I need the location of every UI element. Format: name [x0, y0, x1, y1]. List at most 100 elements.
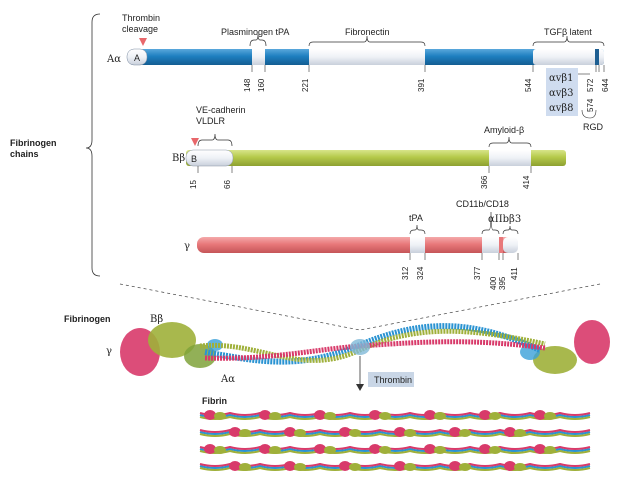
fibronectin-label: Fibronectin	[345, 27, 390, 37]
fibrin-d-node	[369, 410, 381, 420]
fibrin-d-node	[404, 463, 416, 471]
gamma-chain-label: γ	[184, 241, 190, 252]
aalpha-domain-tgfb	[533, 49, 604, 65]
gamma-tpa-label: tPA	[409, 213, 423, 223]
fibrin-d-node	[214, 412, 226, 420]
fibrin-d-node	[449, 427, 461, 437]
fibrin-d-node	[204, 410, 216, 420]
aalpha-domain-plasminogen	[252, 49, 265, 65]
ve-cadherin-label: VE-cadherin	[196, 105, 246, 115]
fibrinogen-label: Fibrinogen	[64, 314, 111, 324]
left-d-domain	[120, 322, 223, 376]
fibrin-d-node	[339, 461, 351, 471]
fibrin-d-node	[204, 444, 216, 454]
fibrin-protofibril	[199, 461, 591, 471]
fibrin-d-node	[349, 429, 361, 437]
fibrin-d-node	[259, 444, 271, 454]
fibrin-d-node	[504, 461, 516, 471]
fibrin-d-node	[449, 461, 461, 471]
gamma-domain-tpa	[410, 237, 425, 253]
fibrin-protofibril	[199, 410, 591, 420]
fibrin-d-node	[479, 444, 491, 454]
tgfb-latent-label: TGFβ latent	[544, 27, 592, 37]
fibrin-d-node	[294, 429, 306, 437]
fibrinogen-chains-label-line2: chains	[10, 149, 39, 159]
gamma-mark-411: 411	[510, 267, 519, 280]
thrombin-cleavage-label-line2: cleavage	[122, 24, 158, 34]
fibrin-d-node	[379, 412, 391, 420]
fibrin-d-node	[259, 410, 271, 420]
fibrin-d-node	[514, 429, 526, 437]
gamma-mark-400: 400	[489, 276, 498, 290]
structure-bbeta-label: Bβ	[150, 314, 163, 325]
fibrin-d-node	[284, 427, 296, 437]
fibrin-d-node	[229, 461, 241, 471]
plasminogen-tpa-label: Plasminogen tPA	[221, 27, 289, 37]
fibrin-d-node	[424, 444, 436, 454]
gamma-chain: γ tPA CD11b/CD18 αIIbβ3 312 324 377 400 …	[184, 199, 521, 290]
aalpha-cleavage-marker	[139, 38, 147, 46]
fibrin-d-node	[534, 444, 546, 454]
aalpha-mark-644: 644	[601, 78, 610, 92]
fibrin-d-node	[239, 429, 251, 437]
bbeta-chain: Bβ VE-cadherin VLDLR B Amyloid-β 15 66 3…	[172, 105, 566, 189]
fibrin-d-node	[284, 461, 296, 471]
fibrin-d-node	[324, 446, 336, 454]
fibrin-structure: Fibrin	[199, 396, 591, 471]
rgd-label: RGD	[583, 122, 604, 132]
fibrin-d-node	[424, 410, 436, 420]
bbeta-n-terminal-domain	[185, 149, 234, 167]
gamma-mark-377: 377	[473, 266, 482, 280]
fibrin-d-node	[314, 444, 326, 454]
fibrin-d-node	[544, 446, 556, 454]
e-region	[350, 339, 370, 355]
fibrin-d-node	[269, 412, 281, 420]
fibrin-d-node	[404, 429, 416, 437]
fibrin-d-node	[504, 427, 516, 437]
fibrin-d-node	[394, 461, 406, 471]
bbeta-bar	[186, 150, 566, 166]
coil-red	[204, 339, 546, 361]
fibrinogen-chains-label-line1: Fibrinogen	[10, 138, 57, 148]
bbeta-domain-amyloid	[489, 150, 531, 166]
chains-bracket	[85, 13, 101, 277]
zoom-line-right	[359, 283, 601, 331]
bbeta-mark-15: 15	[189, 180, 198, 189]
thrombin-label: Thrombin	[374, 375, 412, 385]
bbeta-terminal-label: B	[191, 154, 197, 164]
amyloid-beta-label: Amyloid-β	[484, 125, 524, 135]
fibrin-d-node	[534, 410, 546, 420]
integrin-box	[546, 68, 578, 116]
zoom-line-left	[119, 283, 361, 331]
fibrin-d-node	[349, 463, 361, 471]
fibrin-d-node	[229, 427, 241, 437]
fibrin-d-node	[544, 412, 556, 420]
fibrin-d-node	[314, 410, 326, 420]
fibrin-d-node	[459, 463, 471, 471]
fibrin-d-node	[324, 412, 336, 420]
vldlr-label: VLDLR	[196, 116, 226, 126]
fibrinogen-structure: Fibrinogen Bβ Aα γ Thrombin	[64, 314, 610, 391]
fibrin-d-node	[369, 444, 381, 454]
fibrin-d-node	[434, 446, 446, 454]
fibrin-protofibril	[199, 427, 591, 437]
aalpha-chain: Aα Thrombin cleavage A Plasminogen tPA F…	[106, 13, 610, 132]
thrombin-arrow-head	[356, 384, 364, 391]
gamma-mark-312: 312	[401, 266, 410, 280]
cd11b-cd18-label: CD11b/CD18	[456, 199, 509, 209]
aalpha-domain-fibronectin	[309, 49, 425, 65]
fibrin-d-node	[489, 446, 501, 454]
aiib-b3-label: αIIbβ3	[488, 214, 521, 225]
fibrin-d-node	[479, 410, 491, 420]
fibrin-protofibril	[199, 444, 591, 454]
aalpha-n-terminal	[126, 48, 148, 66]
bbeta-mark-414: 414	[522, 175, 531, 189]
gamma-domain-gap	[499, 237, 503, 253]
gamma-bar	[197, 237, 518, 253]
gamma-mark-324: 324	[416, 266, 425, 280]
aalpha-mark-391: 391	[417, 78, 426, 92]
fibrin-d-node	[379, 446, 391, 454]
fibrin-d-node	[394, 427, 406, 437]
fibrin-d-node	[514, 463, 526, 471]
